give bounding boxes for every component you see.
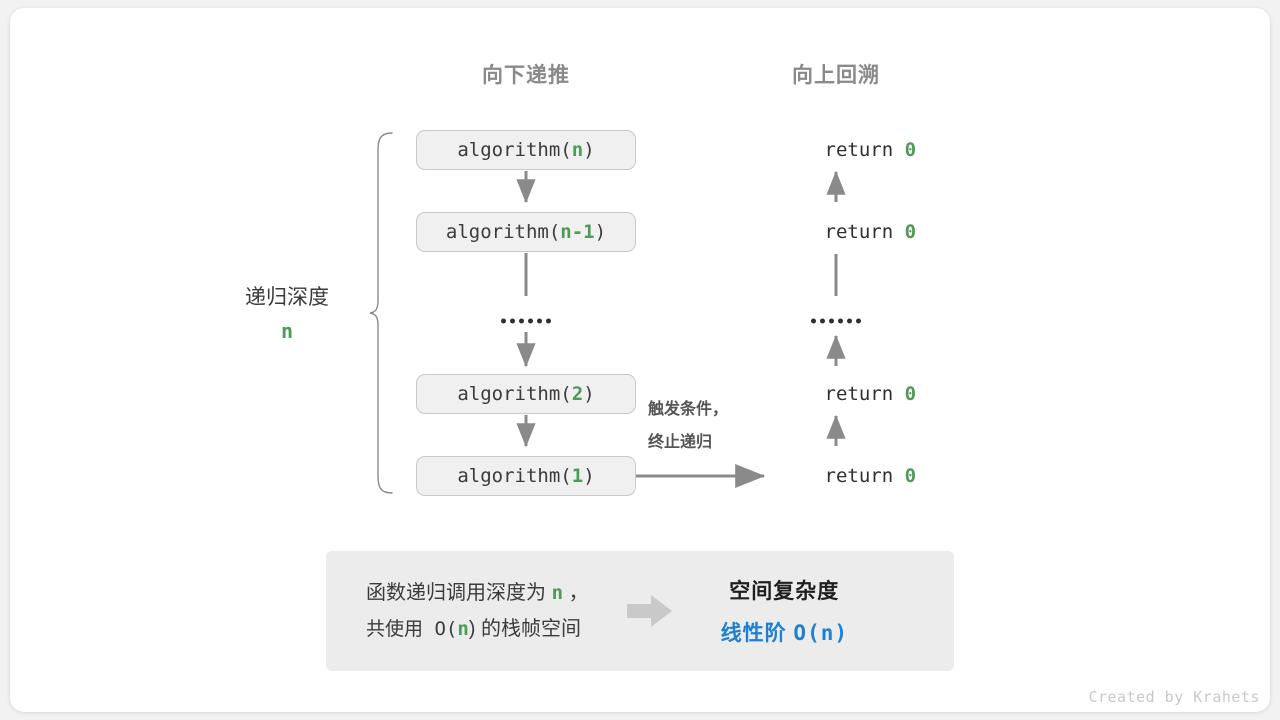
complexity-order-label: 线性阶 [720,622,794,645]
summary-line-1: 函数递归调用深度为 n ， [366,575,589,611]
return-value: 0 [904,139,917,161]
ellipsis-dots-right [811,318,861,324]
return-label: return 0 [756,199,917,265]
call-box[interactable]: algorithm(1) [416,456,636,496]
call-box[interactable]: algorithm(n) [416,130,636,170]
return-value: 0 [904,383,917,405]
heading-downward-recursion: 向下递推 [482,64,570,87]
summary-line-2: 共使用 O(n) 的栈帧空间 [366,611,589,647]
call-box[interactable]: algorithm(2) [416,374,636,414]
call-box[interactable]: algorithm(n-1) [416,212,636,252]
recursion-depth-value: n [280,319,294,343]
return-value: 0 [904,465,917,487]
call-prefix: algorithm( [457,465,572,487]
right-arrow-icon [626,595,672,627]
summary-line1-var: n [551,582,564,604]
summary-result: 空间复杂度 线性阶 O(n) [721,575,848,647]
summary-line1-text-a: 函数递归调用深度为 [366,582,552,604]
call-prefix: algorithm( [457,383,572,405]
termination-note-line1: 触发条件， [648,401,729,418]
complexity-summary-panel: 函数递归调用深度为 n ， 共使用 O(n) 的栈帧空间 空间复杂度 线性阶 O… [326,551,954,671]
termination-note: 触发条件， 终止递归 [648,393,728,459]
summary-description: 函数递归调用深度为 n ， 共使用 O(n) 的栈帧空间 [366,575,589,647]
call-suffix: ) [583,139,595,161]
summary-line1-text-b: ， [563,582,589,604]
ellipsis-dots-left [501,318,551,324]
call-suffix: ) [594,221,607,243]
termination-note-line2: 终止递归 [648,434,713,451]
return-label: return 0 [756,361,917,427]
summary-line2-text-a: 共使用 O( [366,618,458,640]
call-arg: 2 [571,383,584,405]
summary-line2-var: n [457,618,469,640]
call-arg: n-1 [560,221,595,243]
depth-brace [369,132,393,494]
return-keyword: return [824,139,905,161]
credit-text: Created by Krahets [1088,688,1260,706]
space-complexity-value: 线性阶 O(n) [721,617,848,647]
complexity-order-expr: O(n) [793,621,848,645]
return-label: return 0 [756,443,917,509]
return-value: 0 [904,221,917,243]
recursion-depth-label: 递归深度 n [245,281,329,343]
call-prefix: algorithm( [445,221,561,243]
return-keyword: return [824,383,905,405]
summary-line2-text-b: ) 的栈帧空间 [468,618,581,640]
space-complexity-title: 空间复杂度 [729,580,840,603]
call-arg: n [571,139,584,161]
call-suffix: ) [583,383,595,405]
recursion-depth-text: 递归深度 [245,286,329,309]
return-keyword: return [824,465,905,487]
call-arg: 1 [571,465,584,487]
return-label: return 0 [756,117,917,183]
call-prefix: algorithm( [457,139,572,161]
call-suffix: ) [583,465,595,487]
heading-upward-backtrack: 向上回溯 [792,64,880,87]
return-keyword: return [824,221,905,243]
